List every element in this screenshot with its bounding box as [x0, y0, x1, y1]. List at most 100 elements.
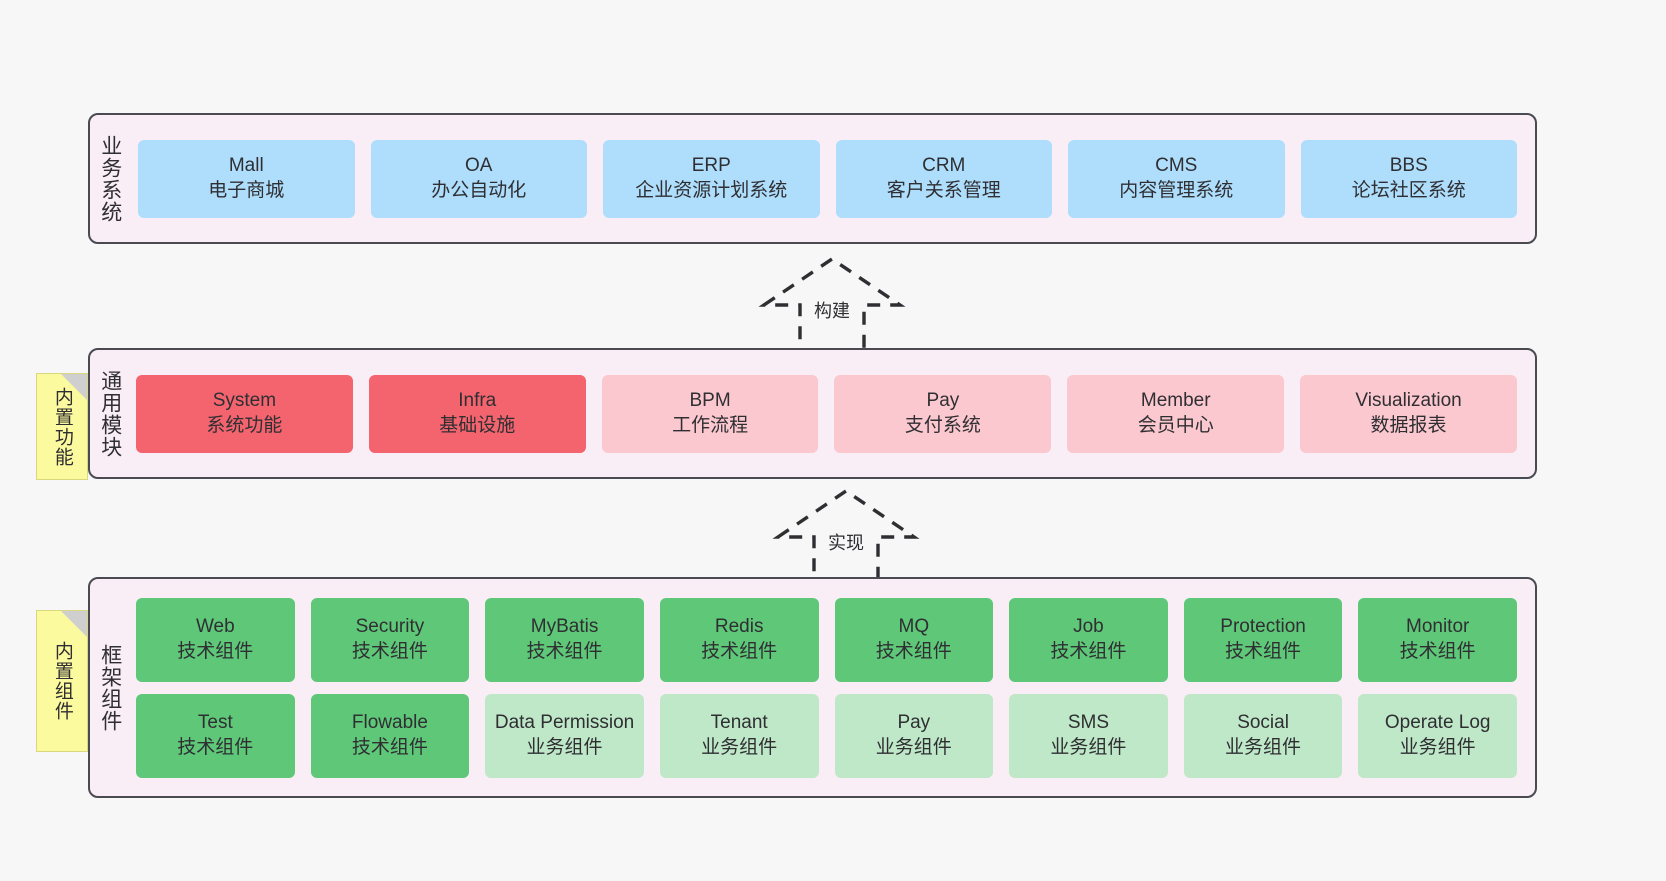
card-subtitle: 技术组件 [701, 640, 778, 662]
card-title: Job [1073, 615, 1104, 637]
card-subtitle: 技术组件 [526, 640, 603, 662]
sticky-note-label: 内置组件 [51, 641, 73, 721]
card-security[interactable]: Security 技术组件 [310, 597, 470, 682]
arrow-build: 构建 [752, 255, 932, 355]
card-subtitle: 数据报表 [1370, 414, 1447, 436]
card-title: BPM [689, 389, 731, 411]
card-subtitle: 会员中心 [1137, 414, 1214, 436]
card-subtitle: 技术组件 [1399, 640, 1476, 662]
section-label-business: 业务系统 [98, 134, 122, 223]
card-subtitle: 技术组件 [177, 640, 254, 662]
sticky-note-builtin-components: 内置组件 [36, 610, 88, 752]
card-title: CMS [1155, 154, 1198, 176]
card-social[interactable]: Social 业务组件 [1183, 693, 1343, 778]
card-subtitle: 业务组件 [1050, 736, 1127, 758]
card-erp[interactable]: ERP 企业资源计划系统 [603, 139, 820, 218]
folded-corner-icon [61, 374, 87, 400]
card-mq[interactable]: MQ 技术组件 [834, 597, 994, 682]
card-title: Pay [926, 389, 960, 411]
card-subtitle: 业务组件 [701, 736, 778, 758]
common-card-row: System 系统功能 Infra 基础设施 BPM 工作流程 Pay 支付系统… [136, 374, 1517, 453]
framework-tech-row: Web 技术组件 Security 技术组件 MyBatis 技术组件 Redi… [136, 597, 1517, 682]
card-subtitle: 业务组件 [526, 736, 603, 758]
card-subtitle: 技术组件 [875, 640, 952, 662]
card-title: Web [195, 615, 235, 637]
card-title: Test [197, 711, 233, 733]
card-pay-component[interactable]: Pay 业务组件 [834, 693, 994, 778]
card-web[interactable]: Web 技术组件 [136, 597, 295, 682]
card-redis[interactable]: Redis 技术组件 [659, 597, 819, 682]
card-title: Monitor [1406, 615, 1470, 637]
card-system[interactable]: System 系统功能 [136, 374, 353, 453]
card-subtitle: 技术组件 [351, 640, 428, 662]
card-title: CRM [922, 154, 966, 176]
card-mall[interactable]: Mall 电子商城 [138, 139, 355, 218]
card-subtitle: 业务组件 [875, 736, 952, 758]
card-subtitle: 办公自动化 [431, 179, 527, 201]
card-subtitle: 技术组件 [351, 736, 428, 758]
card-title: Operate Log [1384, 711, 1491, 733]
card-title: ERP [691, 154, 731, 176]
sticky-note-builtin-features: 内置功能 [36, 373, 88, 480]
card-title: System [212, 389, 277, 411]
card-member[interactable]: Member 会员中心 [1067, 374, 1285, 453]
card-subtitle: 技术组件 [1225, 640, 1302, 662]
card-title: Pay [897, 711, 931, 733]
card-title: OA [465, 154, 493, 176]
framework-biz-row: Test 技术组件 Flowable 技术组件 Data Permission … [136, 693, 1517, 778]
section-business-systems: 业务系统 Mall 电子商城 OA 办公自动化 ERP 企业资源计划系统 CRM… [88, 113, 1537, 244]
card-operate-log[interactable]: Operate Log 业务组件 [1358, 693, 1517, 778]
card-subtitle: 论坛社区系统 [1351, 179, 1466, 201]
card-visualization[interactable]: Visualization 数据报表 [1300, 374, 1517, 453]
card-title: Tenant [710, 711, 768, 733]
card-data-permission[interactable]: Data Permission 业务组件 [485, 693, 644, 778]
card-subtitle: 技术组件 [177, 736, 254, 758]
card-pay-module[interactable]: Pay 支付系统 [834, 374, 1052, 453]
business-card-row: Mall 电子商城 OA 办公自动化 ERP 企业资源计划系统 CRM 客户关系… [138, 139, 1517, 218]
card-title: Infra [458, 389, 497, 411]
card-oa[interactable]: OA 办公自动化 [370, 139, 587, 218]
card-test[interactable]: Test 技术组件 [136, 693, 295, 778]
folded-corner-icon [61, 611, 87, 637]
card-title: SMS [1067, 711, 1110, 733]
card-flowable[interactable]: Flowable 技术组件 [310, 693, 470, 778]
card-subtitle: 业务组件 [1399, 736, 1476, 758]
card-subtitle: 基础设施 [439, 414, 516, 436]
section-common-modules: 通用模块 System 系统功能 Infra 基础设施 BPM 工作流程 Pay… [88, 348, 1537, 479]
card-sms[interactable]: SMS 业务组件 [1009, 693, 1168, 778]
card-title: Protection [1220, 615, 1306, 637]
card-title: Redis [714, 615, 764, 637]
card-subtitle: 业务组件 [1225, 736, 1302, 758]
card-title: MyBatis [530, 615, 599, 637]
card-protection[interactable]: Protection 技术组件 [1183, 597, 1343, 682]
card-subtitle: 电子商城 [208, 179, 285, 201]
card-title: Flowable [351, 711, 428, 733]
card-tenant[interactable]: Tenant 业务组件 [659, 693, 819, 778]
card-cms[interactable]: CMS 内容管理系统 [1068, 139, 1285, 218]
card-job[interactable]: Job 技术组件 [1009, 597, 1168, 682]
card-infra[interactable]: Infra 基础设施 [368, 374, 586, 453]
arrow-label-build: 构建 [814, 301, 850, 321]
card-crm[interactable]: CRM 客户关系管理 [835, 139, 1052, 218]
card-bpm[interactable]: BPM 工作流程 [601, 374, 819, 453]
arrow-implement: 实现 [766, 487, 946, 587]
card-title: Mall [228, 154, 264, 176]
arrow-label-implement: 实现 [828, 533, 864, 553]
card-title: Data Permission [494, 711, 635, 733]
card-mybatis[interactable]: MyBatis 技术组件 [485, 597, 644, 682]
card-monitor[interactable]: Monitor 技术组件 [1358, 597, 1517, 682]
section-label-common: 通用模块 [98, 369, 122, 458]
section-body-business: Mall 电子商城 OA 办公自动化 ERP 企业资源计划系统 CRM 客户关系… [130, 115, 1535, 242]
card-bbs[interactable]: BBS 论坛社区系统 [1300, 139, 1517, 218]
card-subtitle: 企业资源计划系统 [635, 179, 788, 201]
card-subtitle: 内容管理系统 [1119, 179, 1234, 201]
card-subtitle: 系统功能 [206, 414, 283, 436]
card-subtitle: 客户关系管理 [886, 179, 1001, 201]
card-title: Social [1237, 711, 1289, 733]
card-title: BBS [1389, 154, 1428, 176]
card-title: Member [1140, 389, 1211, 411]
dashed-up-arrow-icon [772, 488, 920, 585]
card-subtitle: 工作流程 [672, 414, 749, 436]
card-subtitle: 支付系统 [904, 414, 981, 436]
